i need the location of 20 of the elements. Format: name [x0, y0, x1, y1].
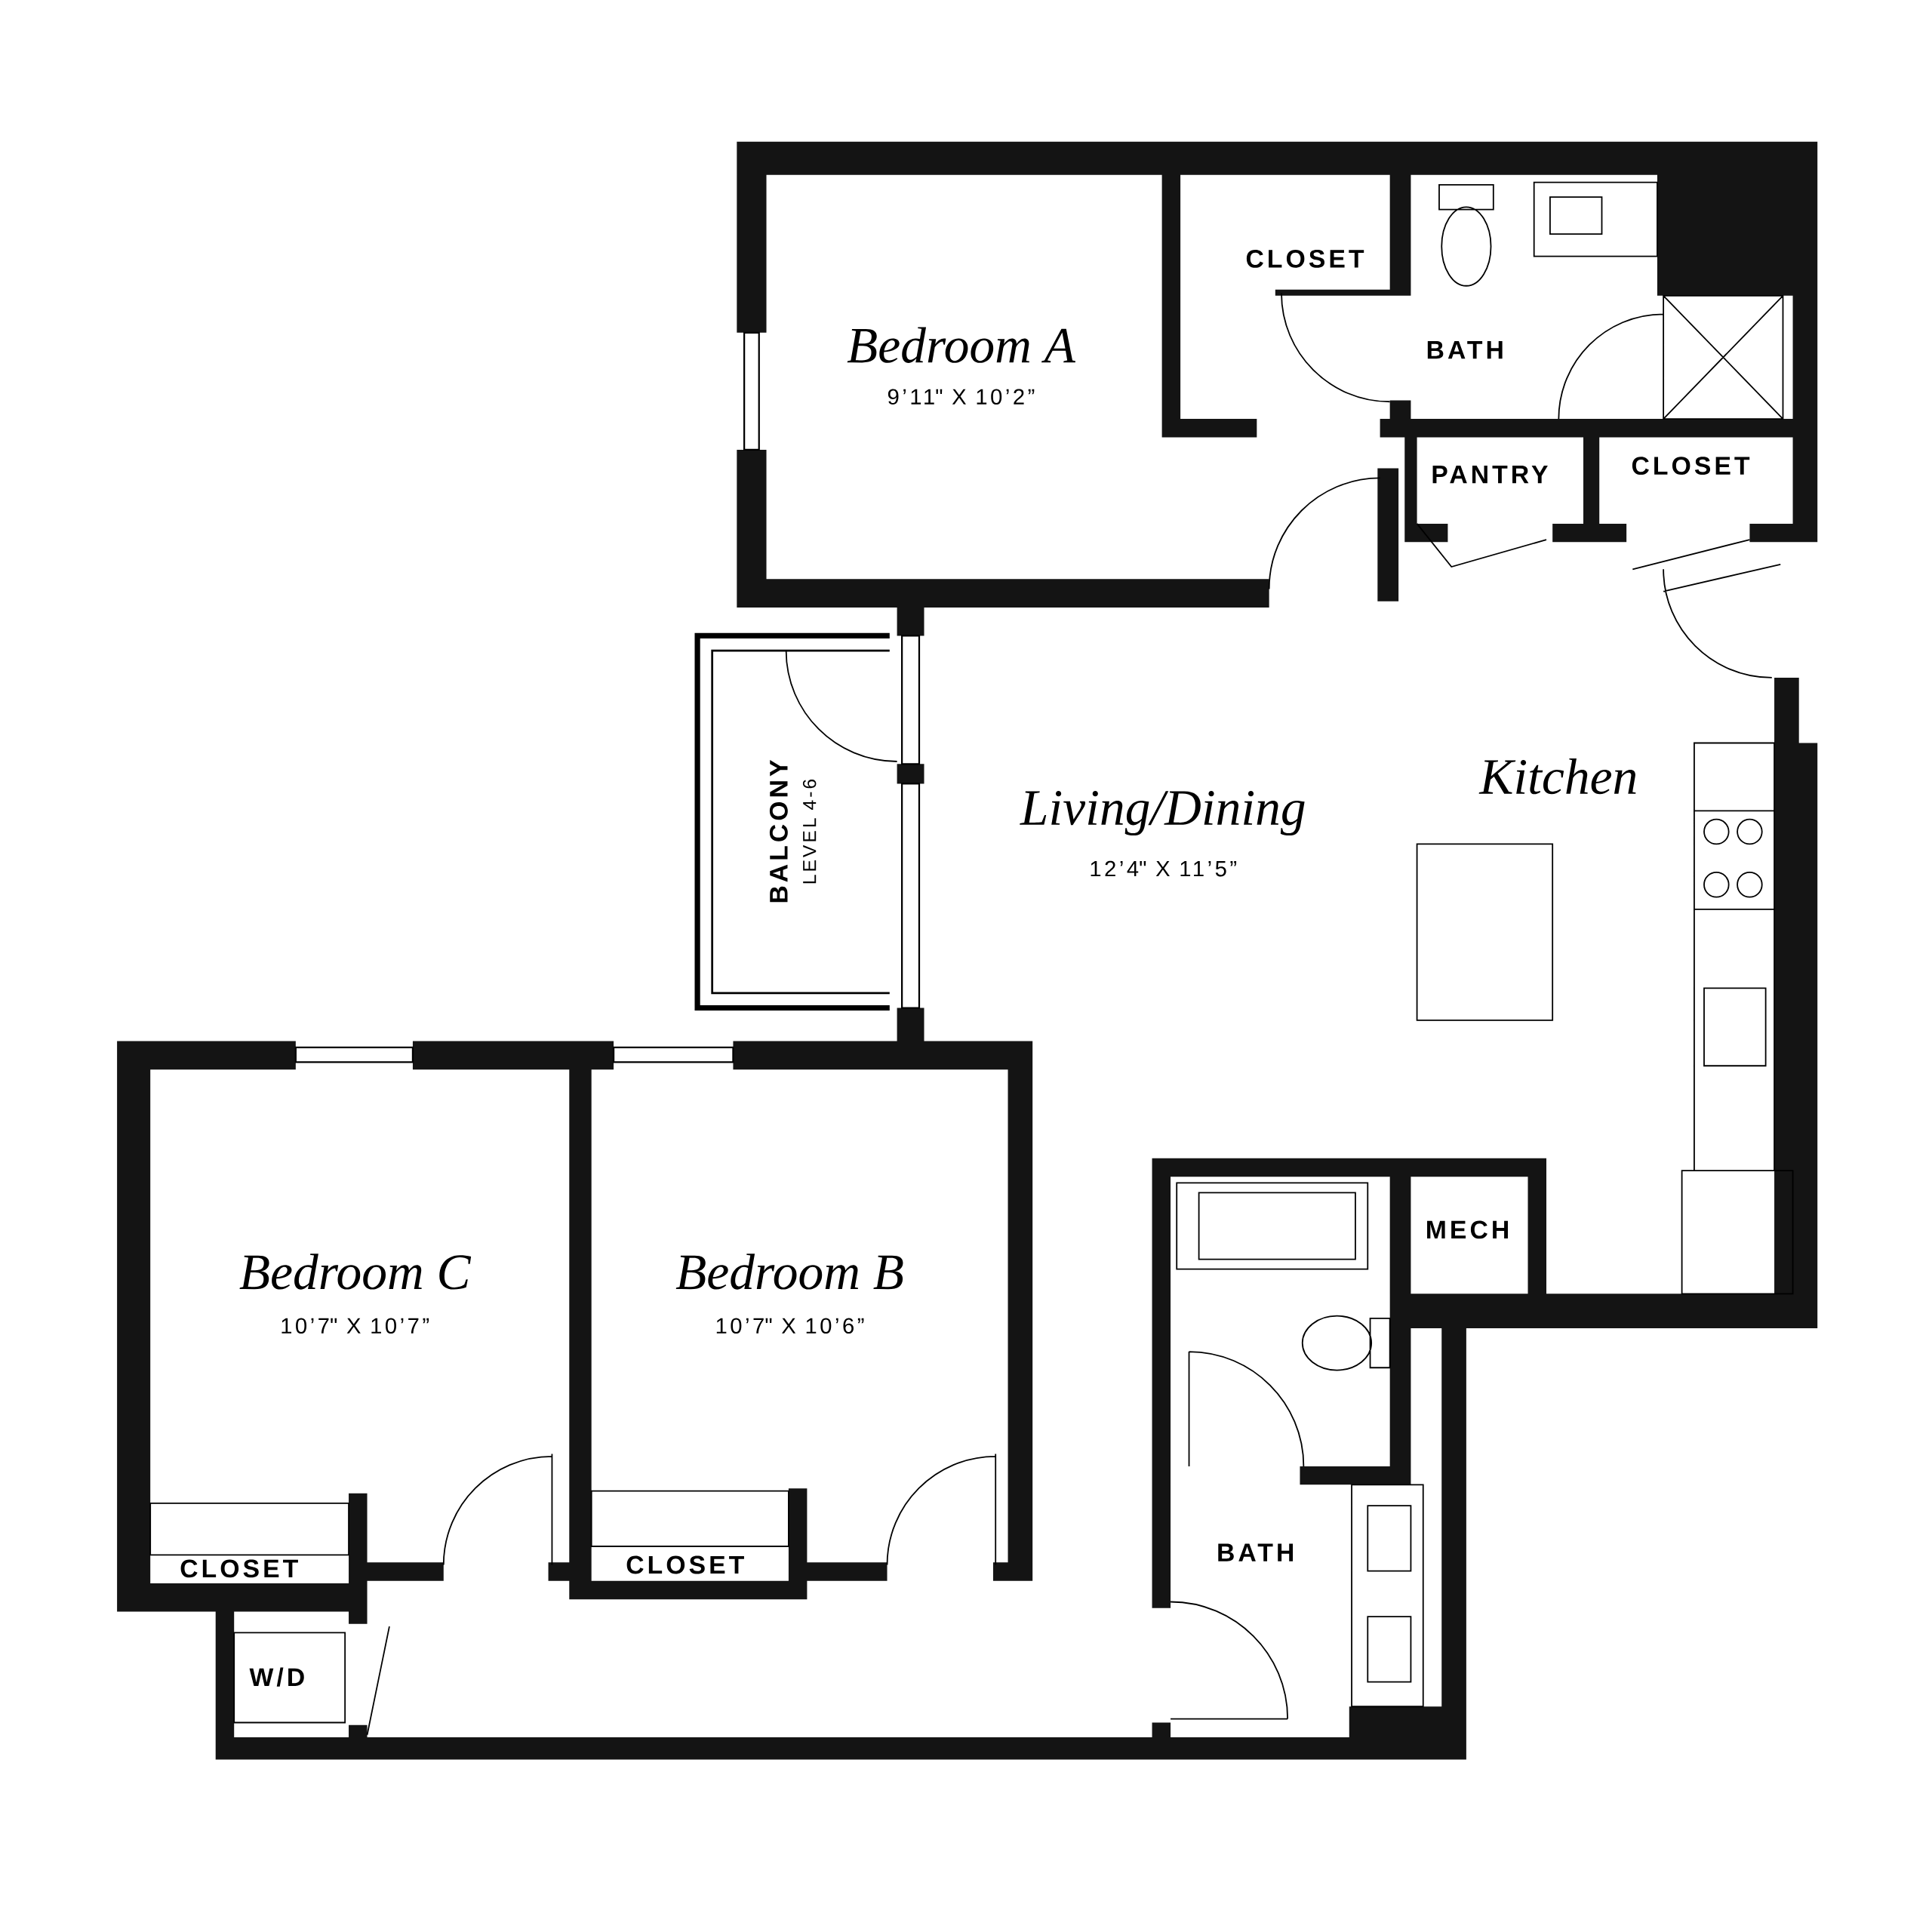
room-name: Bedroom A	[847, 327, 1076, 363]
room-name: Living/Dining	[1020, 791, 1305, 836]
room-dimensions: 9’11" X 10’2”	[888, 389, 1035, 405]
room-label: CLOSET	[1246, 249, 1364, 268]
room-name: Kitchen	[1478, 758, 1636, 795]
room-label: MECH	[1427, 1220, 1508, 1239]
room-name: Bedroom C	[239, 1254, 472, 1290]
room-label: BALCONY	[769, 760, 788, 903]
room-label: CLOSET	[626, 1555, 744, 1574]
room-name: Bedroom B	[675, 1254, 903, 1290]
room-label: BATH	[1218, 1543, 1294, 1561]
room-dimensions: 12’4" X 11’5”	[1091, 860, 1237, 877]
room-dimensions: 10’7" X 10’7”	[281, 1318, 429, 1334]
room-label: CLOSET	[180, 1559, 298, 1578]
room-label: BATH	[1427, 341, 1503, 359]
room-label: CLOSET	[1632, 457, 1750, 475]
room-label: LEVEL 4-6	[802, 779, 817, 884]
room-dimensions: 10’7" X 10’6”	[716, 1318, 864, 1334]
room-label: W/D	[249, 1667, 304, 1687]
room-label: PANTRY	[1432, 465, 1548, 484]
